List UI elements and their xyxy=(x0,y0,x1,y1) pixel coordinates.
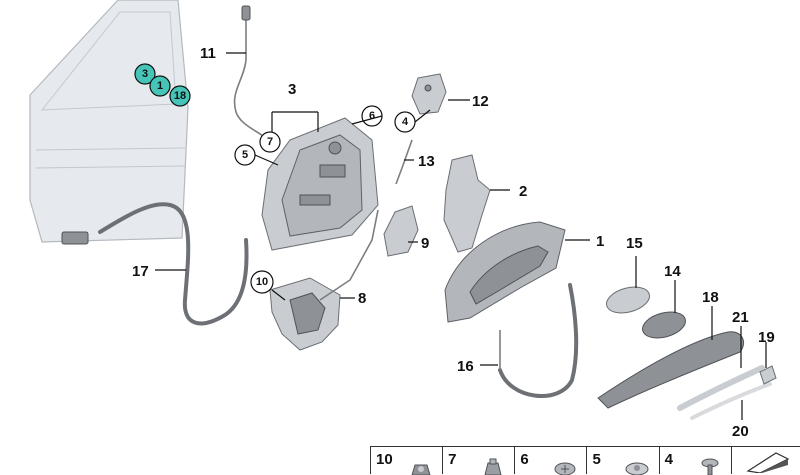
teal-marker-18: 18 xyxy=(169,85,191,107)
rod-13 xyxy=(395,139,413,185)
circled-callout-7: 7 xyxy=(259,131,281,153)
cover-15 xyxy=(606,286,650,314)
bolt-icon xyxy=(701,458,719,475)
door-lock-3 xyxy=(261,117,379,251)
bracket-2 xyxy=(443,154,491,253)
callout-2: 2 xyxy=(519,183,527,200)
circled-callout-6: 6 xyxy=(361,105,383,127)
cover-14 xyxy=(642,311,686,339)
legend-num: 4 xyxy=(664,451,673,468)
callout-13: 13 xyxy=(418,153,435,170)
svg-text:3: 3 xyxy=(142,68,148,80)
callout-18: 18 xyxy=(702,289,719,306)
svg-text:5: 5 xyxy=(242,149,248,161)
legend-cell-wedge xyxy=(732,447,800,474)
cable-11-end xyxy=(241,5,251,21)
legend-cell-10: 10 xyxy=(371,447,444,475)
legend-cell-6: 6 xyxy=(515,447,588,475)
cable-11 xyxy=(233,12,269,141)
cable-16 xyxy=(498,283,579,398)
outer-handle-18 xyxy=(597,331,744,409)
cable-17 xyxy=(98,202,249,326)
screw-head-icon xyxy=(554,462,576,475)
callout-9: 9 xyxy=(421,235,429,252)
legend-cell-5: 5 xyxy=(587,447,660,475)
cable-17-end xyxy=(61,231,89,245)
circled-callout-5: 5 xyxy=(234,144,256,166)
callout-14: 14 xyxy=(664,263,681,280)
legend-cell-7: 7 xyxy=(443,447,516,475)
circled-callout-4: 4 xyxy=(394,111,416,133)
teal-marker-3: 3 xyxy=(134,63,156,85)
nut-icon xyxy=(411,464,431,475)
svg-text:10: 10 xyxy=(256,276,268,288)
legend-num: 7 xyxy=(448,451,457,468)
callout-19: 19 xyxy=(758,329,775,346)
callout-16: 16 xyxy=(457,358,474,375)
callout-8: 8 xyxy=(358,290,366,307)
trim-strip-21 xyxy=(677,365,765,411)
svg-text:4: 4 xyxy=(402,116,409,128)
callout-12: 12 xyxy=(472,93,489,110)
svg-text:6: 6 xyxy=(369,110,375,122)
callout-11: 11 xyxy=(200,45,216,62)
trim-strip-20 xyxy=(690,382,772,420)
legend-cell-4: 4 xyxy=(660,447,732,475)
svg-text:18: 18 xyxy=(174,90,186,102)
actuator-8 xyxy=(269,277,341,351)
svg-text:7: 7 xyxy=(267,136,273,148)
legend-num: 10 xyxy=(376,451,393,468)
legend-num: 6 xyxy=(520,451,529,468)
circled-callout-10: 10 xyxy=(250,270,274,294)
teal-marker-1: 1 xyxy=(149,75,171,97)
door-panel xyxy=(29,0,189,243)
callout-1: 1 xyxy=(596,233,604,250)
wedge-icon xyxy=(746,452,790,473)
callout-3: 3 xyxy=(288,81,296,98)
round-screw-icon xyxy=(625,462,649,475)
svg-text:1: 1 xyxy=(157,80,163,92)
rod-8 xyxy=(319,209,379,301)
callout-20: 20 xyxy=(732,423,749,440)
legend-num: 5 xyxy=(592,451,601,468)
cover-9 xyxy=(383,205,419,257)
cap-19 xyxy=(759,365,777,385)
callout-15: 15 xyxy=(626,235,643,252)
fastener-legend: 10 7 6 5 4 xyxy=(370,446,800,475)
handle-carrier-1 xyxy=(444,221,566,323)
callout-21: 21 xyxy=(732,309,749,326)
callout-17: 17 xyxy=(132,263,149,280)
flange-nut-icon xyxy=(484,458,502,475)
bracket-12 xyxy=(411,73,447,115)
